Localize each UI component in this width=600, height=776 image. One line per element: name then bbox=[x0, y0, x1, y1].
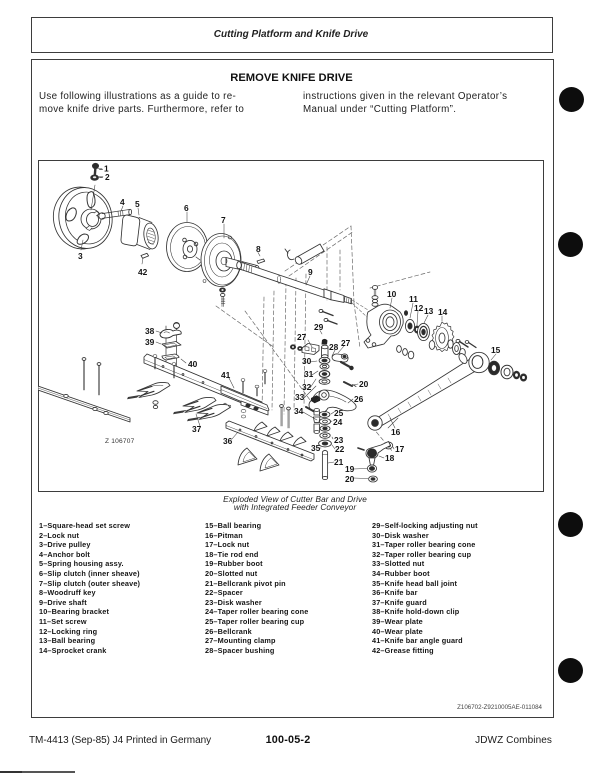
svg-text:25: 25 bbox=[334, 408, 344, 418]
svg-text:10: 10 bbox=[387, 289, 397, 299]
svg-text:35: 35 bbox=[311, 443, 321, 453]
svg-text:12: 12 bbox=[414, 303, 424, 313]
svg-text:34: 34 bbox=[294, 406, 304, 416]
svg-text:23: 23 bbox=[334, 435, 344, 445]
svg-text:1: 1 bbox=[104, 164, 109, 174]
svg-text:18: 18 bbox=[385, 453, 395, 463]
svg-text:19: 19 bbox=[345, 464, 355, 474]
svg-text:31: 31 bbox=[304, 369, 314, 379]
svg-text:28: 28 bbox=[329, 342, 339, 352]
svg-text:37: 37 bbox=[192, 424, 202, 434]
svg-text:5: 5 bbox=[135, 199, 140, 209]
svg-text:26: 26 bbox=[354, 394, 364, 404]
svg-text:14: 14 bbox=[438, 307, 448, 317]
svg-text:36: 36 bbox=[223, 436, 233, 446]
svg-text:32: 32 bbox=[302, 382, 312, 392]
svg-text:29: 29 bbox=[314, 322, 324, 332]
svg-text:11: 11 bbox=[409, 294, 418, 304]
svg-text:22: 22 bbox=[335, 444, 345, 454]
svg-text:4: 4 bbox=[120, 197, 125, 207]
svg-text:42: 42 bbox=[138, 267, 148, 277]
svg-text:6: 6 bbox=[184, 203, 189, 213]
svg-text:38: 38 bbox=[145, 326, 155, 336]
svg-text:8: 8 bbox=[256, 244, 261, 254]
svg-text:41: 41 bbox=[221, 370, 231, 380]
svg-text:13: 13 bbox=[424, 306, 434, 316]
svg-text:27: 27 bbox=[297, 332, 307, 342]
svg-text:9: 9 bbox=[308, 267, 313, 277]
svg-text:17: 17 bbox=[395, 444, 405, 454]
svg-text:40: 40 bbox=[188, 359, 198, 369]
svg-text:15: 15 bbox=[491, 345, 501, 355]
svg-text:20: 20 bbox=[345, 474, 355, 484]
svg-text:27: 27 bbox=[341, 338, 351, 348]
svg-text:16: 16 bbox=[391, 427, 401, 437]
svg-text:3: 3 bbox=[78, 251, 83, 261]
svg-text:30: 30 bbox=[302, 356, 312, 366]
svg-text:33: 33 bbox=[295, 392, 305, 402]
svg-text:7: 7 bbox=[221, 215, 226, 225]
svg-text:20: 20 bbox=[359, 379, 369, 389]
svg-text:24: 24 bbox=[333, 417, 343, 427]
svg-text:21: 21 bbox=[334, 457, 344, 467]
svg-text:39: 39 bbox=[145, 337, 155, 347]
svg-text:2: 2 bbox=[105, 172, 110, 182]
